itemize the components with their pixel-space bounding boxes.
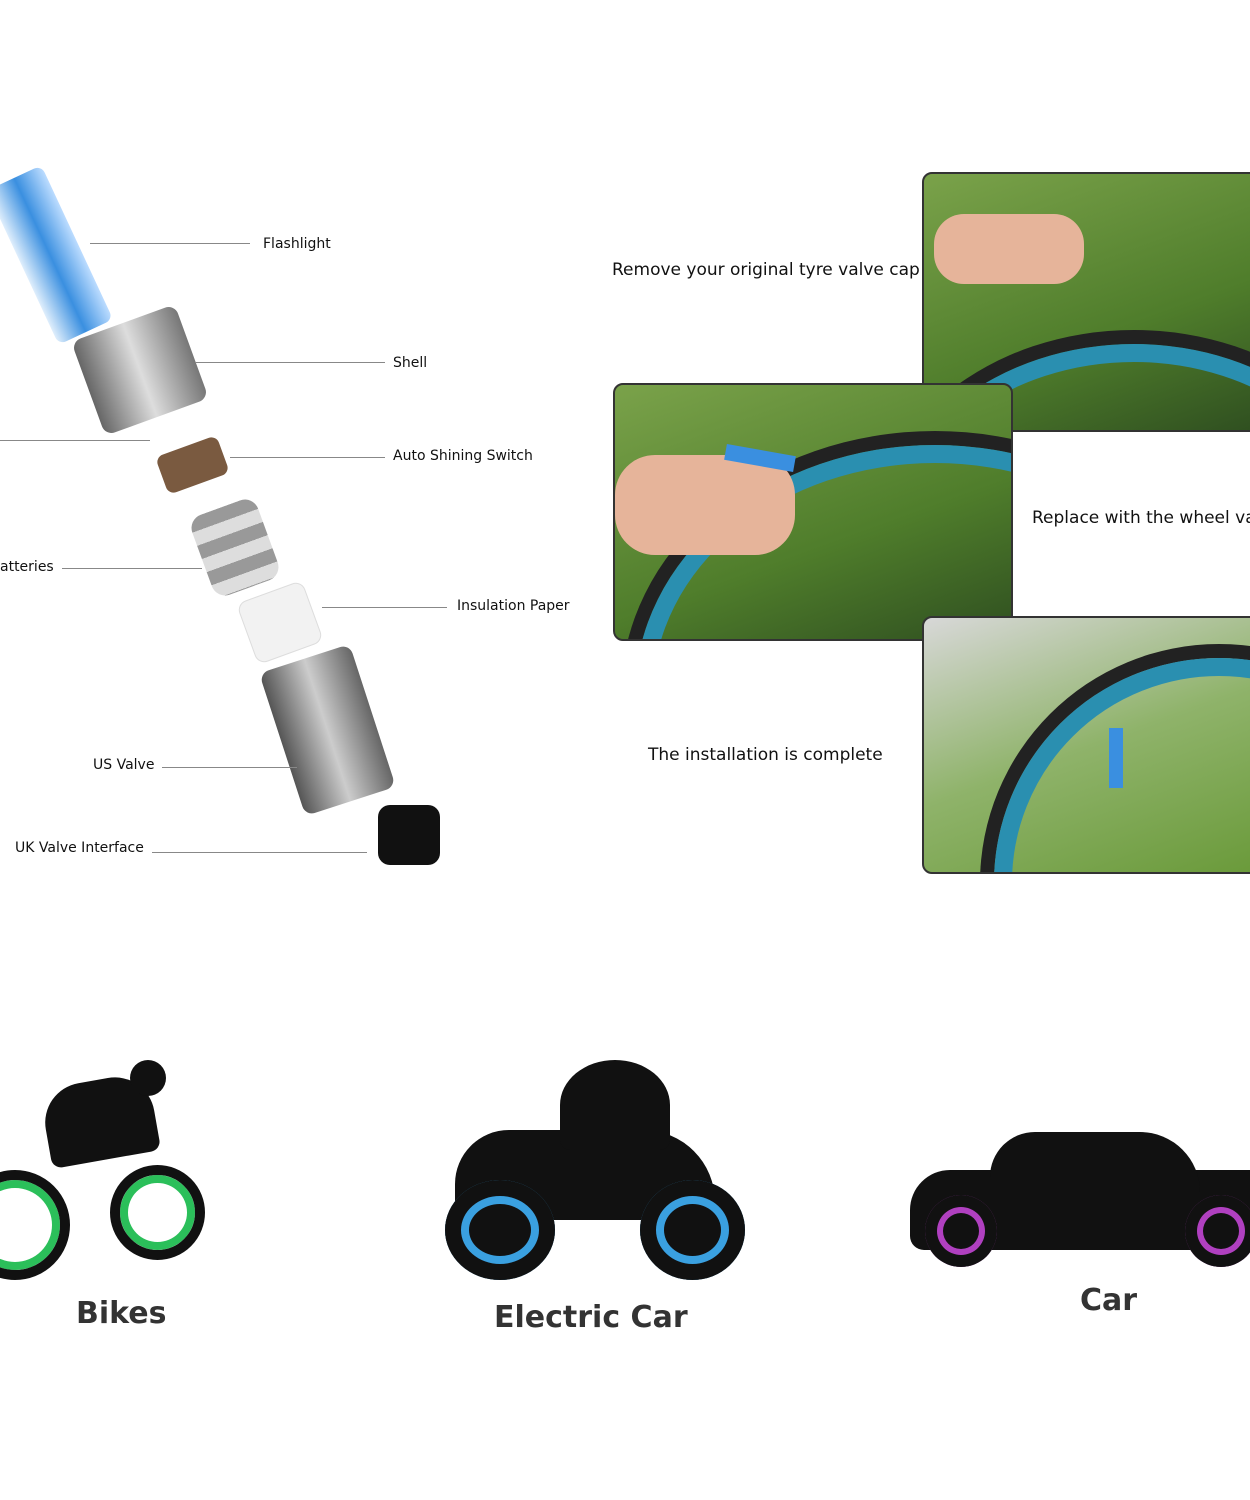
- label-bikes: Bikes: [76, 1296, 167, 1331]
- us-valve-part: [259, 643, 396, 817]
- step-remove-cap: Remove your original tyre valve cap: [612, 260, 920, 280]
- insulation-part: [235, 579, 325, 666]
- step-installation-complete: The installation is complete: [648, 745, 883, 765]
- batteries-part: [187, 495, 283, 600]
- label-batteries: atteries: [0, 559, 54, 575]
- label-car: Car: [1080, 1283, 1138, 1318]
- label-auto-shining-switch: Auto Shining Switch: [393, 448, 533, 464]
- label-uk-valve-interface: UK Valve Interface: [15, 840, 144, 856]
- uk-valve-part: [378, 805, 440, 865]
- label-flashlight: Flashlight: [263, 236, 331, 252]
- label-shell: Shell: [393, 355, 428, 371]
- flashlight-tube: [0, 165, 114, 345]
- photo-replace-valve: [613, 383, 1013, 641]
- step-replace-valve: Replace with the wheel va: [1032, 508, 1250, 528]
- photo-installation-complete: [922, 616, 1250, 874]
- label-insulation-paper: Insulation Paper: [457, 598, 570, 614]
- label-electric-car: Electric Car: [494, 1300, 688, 1335]
- label-us-valve: US Valve: [93, 757, 155, 773]
- switch-part: [155, 435, 230, 495]
